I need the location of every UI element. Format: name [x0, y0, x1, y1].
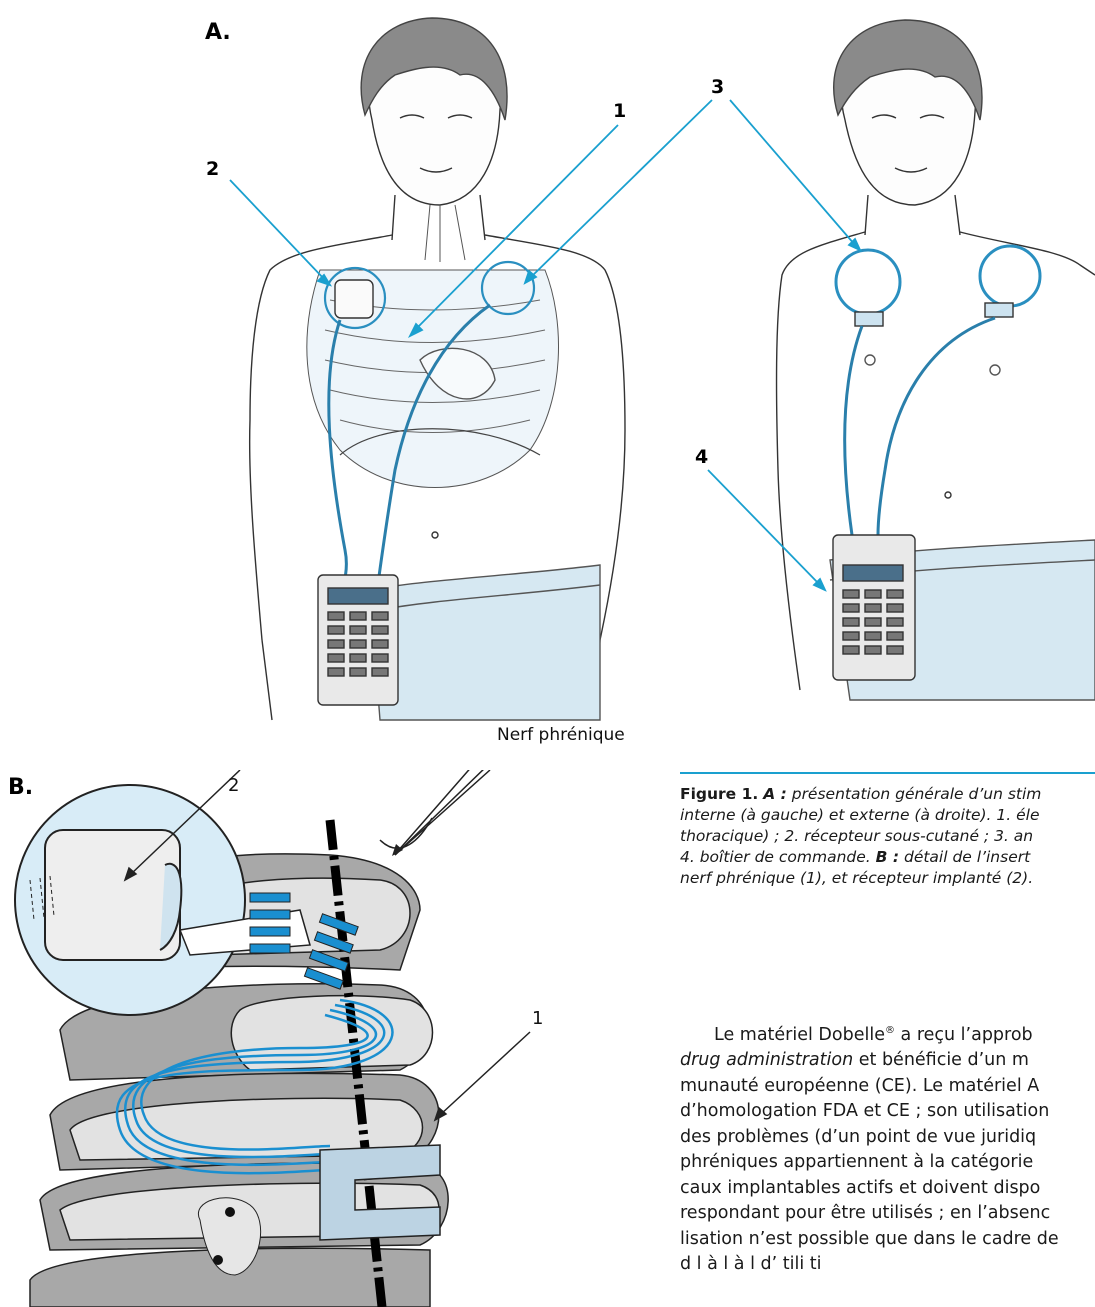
left-receiver: [335, 280, 373, 318]
callout-a-4: 4: [695, 446, 708, 468]
callout-a-3: 3: [711, 76, 724, 98]
caption-line-1: Figure 1. A : présentation générale d’un…: [680, 784, 1095, 805]
callout-b-2: 2: [228, 775, 239, 796]
body-line-2: drug administration et bénéficie d’un m: [680, 1048, 1095, 1074]
body-line-5: des problèmes (d’un point de vue juridiq: [680, 1125, 1095, 1151]
internal-figure: [250, 18, 625, 720]
body-line-10: d l à l à l d’ tili ti: [680, 1252, 1095, 1278]
body-line-4: d’homologation FDA et CE ; son utilisati…: [680, 1099, 1095, 1125]
nerve-label: Nerf phrénique: [497, 725, 625, 745]
body-line-7: caux implantables actifs et doivent disp…: [680, 1176, 1095, 1202]
body-paragraph: Le matériel Dobelle® a reçu l’approb dru…: [680, 1018, 1095, 1278]
body-line-1: Le matériel Dobelle® a reçu l’approb: [680, 1018, 1095, 1048]
caption-line-4: 4. boîtier de commande. B : détail de l’…: [680, 847, 1095, 868]
caption-line-5: nerf phrénique (1), et récepteur implant…: [680, 868, 1095, 889]
body-line-9: lisation n’est possible que dans le cadr…: [680, 1227, 1095, 1253]
right-cables: [845, 326, 862, 535]
caption-line-3: thoracique) ; 2. récepteur sous-cutané ;…: [680, 826, 1095, 847]
body-line-3: munauté européenne (CE). Le matériel A: [680, 1074, 1095, 1100]
panel-a-illustration: [0, 0, 1095, 740]
callout-a-2: 2: [206, 158, 219, 180]
external-figure: [777, 20, 1095, 700]
caption-line-2: interne (à gauche) et externe (à droite)…: [680, 805, 1095, 826]
body-line-6: phréniques appartiennent à la catégorie: [680, 1150, 1095, 1176]
body-line-8: respondant pour être utilisés ; en l’abs…: [680, 1201, 1095, 1227]
figure-caption: Figure 1. A : présentation générale d’un…: [680, 772, 1095, 889]
right-antenna-right: [980, 246, 1040, 306]
callout-b-1: 1: [532, 1008, 543, 1029]
panel-b-illustration: [0, 770, 660, 1307]
right-antenna-left: [836, 250, 900, 314]
callout-a-1: 1: [613, 100, 626, 122]
